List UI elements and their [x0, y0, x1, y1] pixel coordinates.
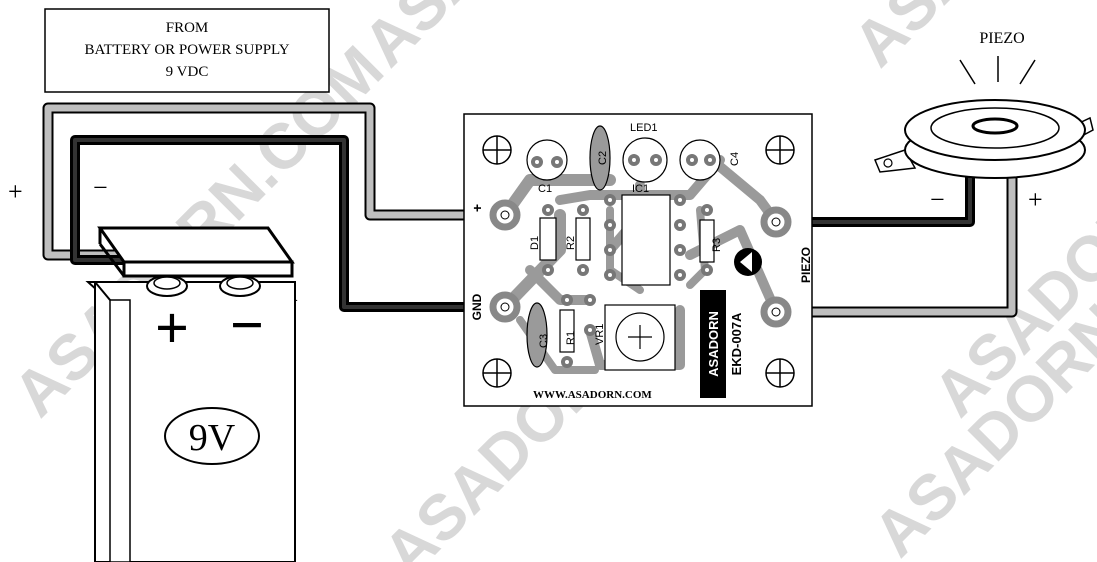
silk-c1: C1 [538, 183, 552, 195]
silk-c2: C2 [597, 151, 609, 165]
silk-ic1: IC1 [632, 183, 649, 195]
silk-c3: C3 [538, 334, 550, 348]
mounting-hole-top-left [482, 135, 512, 165]
capacitor-c1-outline [526, 139, 568, 181]
resistor-r2-outline [575, 217, 591, 261]
battery-snap-connector [97, 226, 295, 278]
mounting-hole-bottom-left [482, 358, 512, 388]
plus-sign-piezo: + [1028, 185, 1043, 214]
battery-voltage-label: 9V [189, 417, 236, 459]
pcb-terminal-pads [489, 199, 792, 328]
model-number: EKD-007A [729, 312, 744, 375]
silk-pad-gnd: GND [470, 293, 484, 320]
plus-sign-left: + [8, 177, 23, 206]
resistor-r1-outline [559, 309, 575, 353]
silk-pad-plus: + [469, 204, 485, 212]
capacitor-c4-outline [679, 139, 721, 181]
wire-negative-battery [70, 135, 503, 312]
website-label: WWW.ASADORN.COM [533, 389, 652, 401]
capacitor-c3-outline [526, 302, 548, 368]
battery-minus-mark: − [230, 292, 264, 358]
pcb-mounting-holes [482, 135, 795, 388]
pcb-pads [531, 154, 716, 368]
diode-d1-outline [539, 217, 557, 261]
watermark-3: ASADORN [839, 0, 1097, 80]
silk-d1: D1 [529, 236, 541, 250]
battery-9v: + − 9V [85, 226, 298, 562]
silk-c4: C4 [729, 152, 741, 166]
mounting-hole-bottom-right [765, 358, 795, 388]
silk-r3: R3 [711, 238, 723, 252]
minus-sign-piezo: − [930, 185, 945, 214]
pcb-board: C1 C2 LED1 C4 IC1 D1 R2 R3 C3 R1 VR1 + G… [463, 113, 813, 407]
silk-vr1: VR1 [594, 324, 606, 345]
brand-block [700, 290, 726, 398]
piezo-label: PIEZO [979, 30, 1024, 47]
silk-r1: R1 [565, 331, 577, 345]
minus-sign-left: − [93, 173, 108, 202]
piezo-buzzer: PIEZO [873, 30, 1094, 179]
supply-label-line3: 9 VDC [166, 64, 209, 80]
silk-r2: R2 [565, 236, 577, 250]
pcb-components [526, 125, 721, 371]
resistor-r3-outline [699, 219, 715, 263]
ic1-outline [621, 194, 671, 286]
silk-led1: LED1 [630, 122, 658, 134]
watermark-2: ASADORN [349, 0, 629, 80]
wire-positive-battery [42, 102, 504, 261]
brand-logo: ASADORN [706, 311, 721, 377]
wire-negative-piezo [771, 163, 975, 227]
capacitor-c2-outline [589, 125, 611, 191]
battery-plus-mark: + [155, 295, 189, 361]
wire-positive-piezo [770, 162, 1018, 318]
mounting-hole-top-right [765, 135, 795, 165]
supply-label-line2: BATTERY OR POWER SUPPLY [84, 42, 289, 58]
silk-piezo: PIEZO [799, 247, 813, 283]
supply-label-line1: FROM [166, 20, 209, 36]
supply-label-box: FROM BATTERY OR POWER SUPPLY 9 VDC [44, 8, 330, 93]
led1-outline [622, 137, 668, 183]
